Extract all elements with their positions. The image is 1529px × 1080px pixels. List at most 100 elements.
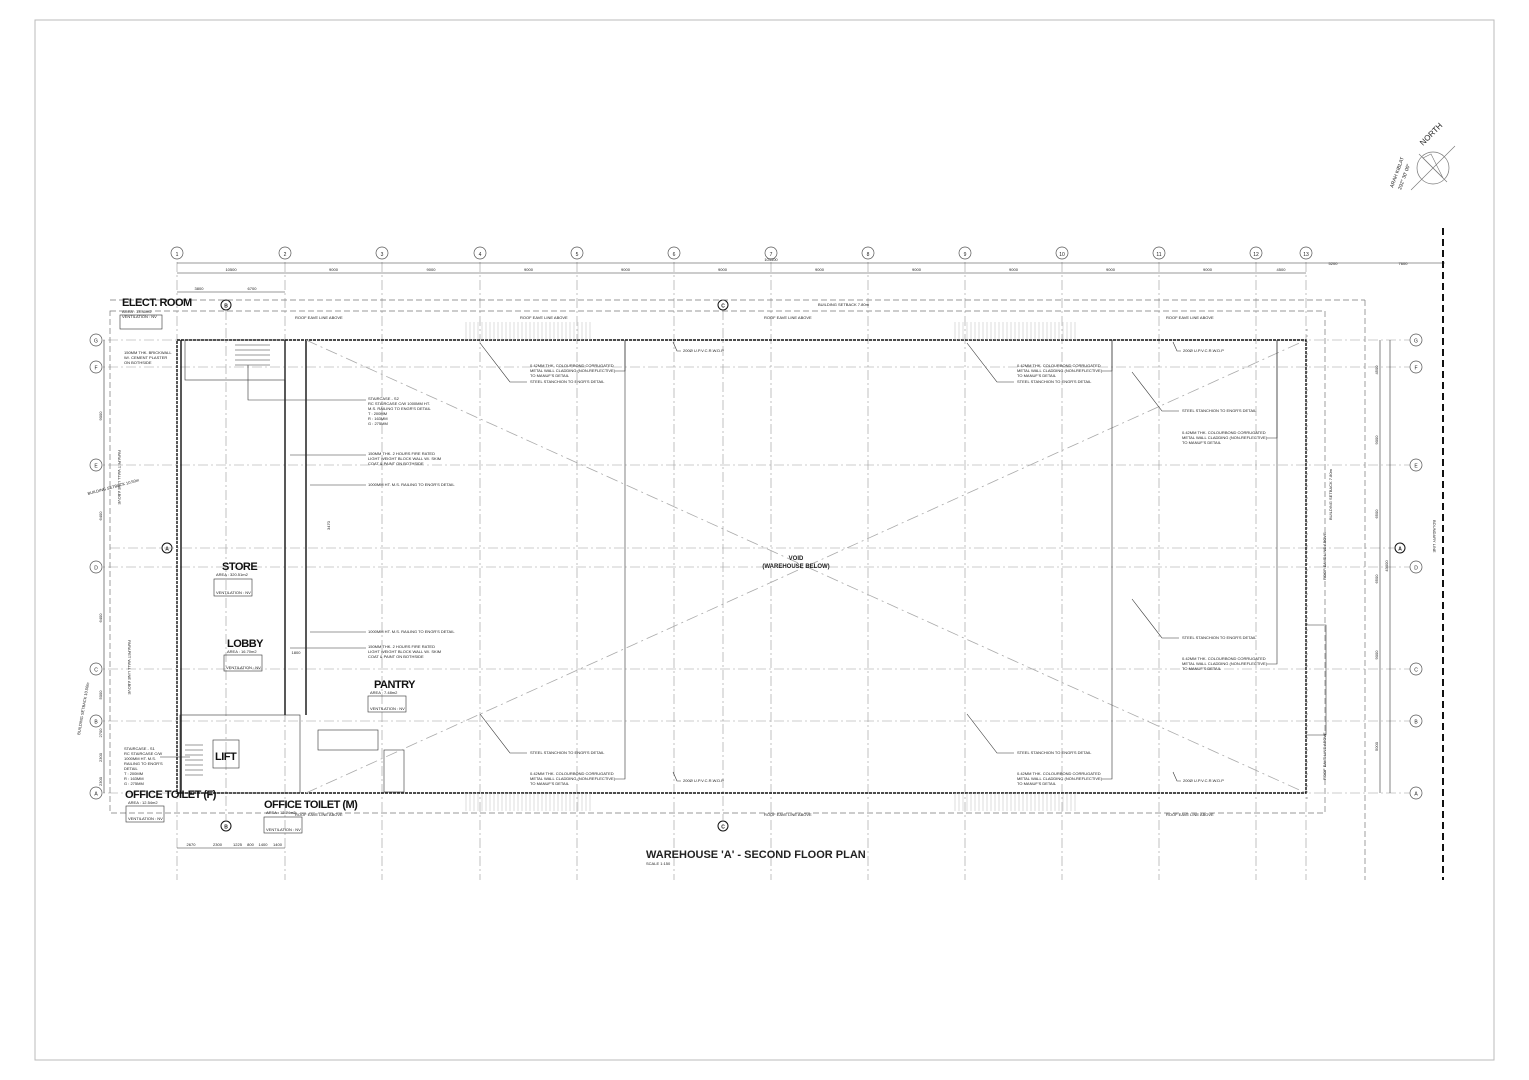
note-roof-eave: ROOF EAVE LINE ABOVE — [1322, 532, 1327, 580]
room-store: STORE AREA : 320.51m2 VENTILATION : NV — [213, 561, 258, 597]
dimension-value: 9000 — [427, 267, 437, 272]
note-line: 150MM THK. 2 HOURS FIRE RATED — [368, 644, 435, 649]
grid-label-row: E — [1414, 464, 1418, 470]
dimension-value: 6700 — [248, 286, 258, 291]
grid-label-row: E — [94, 464, 98, 470]
grid-label-row: B — [94, 720, 98, 726]
grid-label-column: 5 — [576, 252, 579, 258]
room-area: AREA : 7.48m2 — [370, 690, 398, 695]
grid-bubble — [89, 714, 103, 728]
note-line: 0.42MM THK. COLOURBOND CORRUGATED — [1182, 430, 1266, 435]
dimension-value: 2300 — [98, 776, 103, 786]
section-marker — [220, 820, 232, 832]
dimension-value: 10500 — [225, 267, 237, 272]
room-area: AREA : 13.40m2 — [122, 309, 152, 314]
note-setback: BUILDING SETBACK 7.80m — [818, 302, 870, 307]
grid-bubble — [1152, 246, 1166, 260]
room-pantry: PANTRY AREA : 7.48m2 VENTILATION : NV — [367, 679, 417, 713]
grid-label-column: 11 — [1156, 252, 1161, 258]
grid-label-row: G — [94, 339, 98, 345]
grid-label-row: C — [94, 668, 98, 674]
note-line: METAL WALL CLADDING (NON-REFLECTIVE) — [530, 368, 616, 373]
grid-bubble — [89, 560, 103, 574]
grid-label-row: F — [94, 366, 97, 372]
dimension-value: 9000 — [1009, 267, 1019, 272]
note-railing: 1000MM HT. M.S. RAILING TO ENGR'S DETAIL — [368, 629, 455, 634]
room-name: STORE — [222, 561, 257, 573]
grid-bubble — [89, 662, 103, 676]
dimension-value: 2300 — [213, 842, 223, 847]
section-marker-label: A — [1398, 547, 1402, 553]
grid-label-column: 2 — [284, 252, 287, 258]
note-stanchion: STEEL STANCHION TO ENGR'S DETAIL — [530, 379, 605, 384]
room-name: OFFICE TOILET (M) — [264, 799, 358, 811]
note-parapet: PARAPET WALL LINE ABOVE — [117, 450, 122, 505]
grid-bubble — [89, 333, 103, 347]
dimension-value: 1400 — [273, 842, 283, 847]
note-line: 150MM THK. BRICKWALL — [124, 350, 172, 355]
grid-bubble — [170, 246, 184, 260]
dimension-value: 9000 — [912, 267, 922, 272]
grid-bubble — [1409, 360, 1423, 374]
note-line: RAILING TO ENGR'S — [124, 761, 163, 766]
grid-label-column: 13 — [1303, 252, 1309, 258]
note-roof-eave: ROOF EAVE LINE ABOVE — [764, 812, 812, 817]
grid-bubble — [1249, 246, 1263, 260]
grid-bubble — [570, 246, 584, 260]
grid-label-row: B — [1414, 720, 1418, 726]
grid-label-column: 12 — [1253, 252, 1259, 258]
dimension-value: 6500 — [1374, 574, 1379, 584]
note-stanchion: STEEL STANCHION TO ENGR'S DETAIL — [530, 750, 605, 755]
grid-label-column: 7 — [770, 252, 773, 258]
room-toilet-f: OFFICE TOILET (F) AREA : 12.54m2 VENTILA… — [125, 789, 217, 823]
dimension-value: 1800 — [292, 650, 302, 655]
grid-label-row: D — [94, 566, 98, 572]
dimension-value: 4500 — [1374, 365, 1379, 375]
grid-bubble — [1409, 458, 1423, 472]
sheet-border — [34, 19, 1495, 1061]
room-ventilation: VENTILATION : NV — [226, 665, 261, 670]
grid-bubble — [1409, 786, 1423, 800]
note-line: T : 200MM — [124, 771, 143, 776]
grid-bubble — [89, 360, 103, 374]
dimension-value: 9000 — [718, 267, 728, 272]
room-area: AREA : 12.74m2 — [266, 810, 296, 815]
note-roof-eave: ROOF EAVE LINE ABOVE — [1322, 732, 1327, 780]
section-marker-label: C — [721, 304, 725, 310]
note-line: R : 163MM — [368, 416, 388, 421]
note-roof-eave: ROOF EAVE LINE ABOVE — [520, 315, 568, 320]
note-line: METAL WALL CLADDING (NON-REFLECTIVE) — [1182, 435, 1268, 440]
note-line: 0.42MM THK. COLOURBOND CORRUGATED — [530, 771, 614, 776]
note-roof-eave: ROOF EAVE LINE ABOVE — [1166, 315, 1214, 320]
grid-bubble — [667, 246, 681, 260]
dimension-value: 6400 — [98, 511, 103, 521]
room-lobby: LOBBY AREA : 16.70m2 VENTILATION : NV — [223, 638, 265, 672]
dimension-value: 3800 — [195, 286, 205, 291]
note-roof-eave: ROOF EAVE LINE ABOVE — [295, 315, 343, 320]
dimension-value: 2670 — [187, 842, 197, 847]
grid-label-column: 6 — [673, 252, 676, 258]
room-ventilation: VENTILATION : NV — [128, 816, 163, 821]
section-marker-label: B — [224, 825, 228, 831]
note-line: RC STAIRCASE C/W — [124, 751, 162, 756]
north-arrow: NORTH ARAH KIBLAT 292° 30' 00" — [1389, 121, 1456, 191]
room-area: AREA : 12.54m2 — [128, 800, 158, 805]
section-marker — [717, 820, 729, 832]
note-parapet: PARAPET WALL LINE ABOVE — [127, 640, 132, 695]
note-line: W/. CEMENT PLASTER — [124, 355, 167, 360]
grid-label-row: G — [1414, 339, 1418, 345]
drawing-title: WAREHOUSE 'A' - SECOND FLOOR PLAN — [646, 849, 866, 861]
grid-label-row: D — [1414, 566, 1418, 572]
note-line: STAIRCASE - S2 — [368, 396, 400, 401]
room-name: OFFICE TOILET (F) — [125, 789, 217, 801]
note-line: 150MM THK. 2 HOURS FIRE RATED — [368, 451, 435, 456]
grid-label-row: A — [94, 792, 98, 798]
grid-bubble — [861, 246, 875, 260]
dimension-value: 2700 — [98, 728, 103, 738]
grid-bubble — [1409, 333, 1423, 347]
note-roof-eave: ROOF EAVE LINE ABOVE — [295, 812, 343, 817]
dimension-value: 6500 — [1374, 509, 1379, 519]
north-label: NORTH — [1418, 121, 1445, 148]
